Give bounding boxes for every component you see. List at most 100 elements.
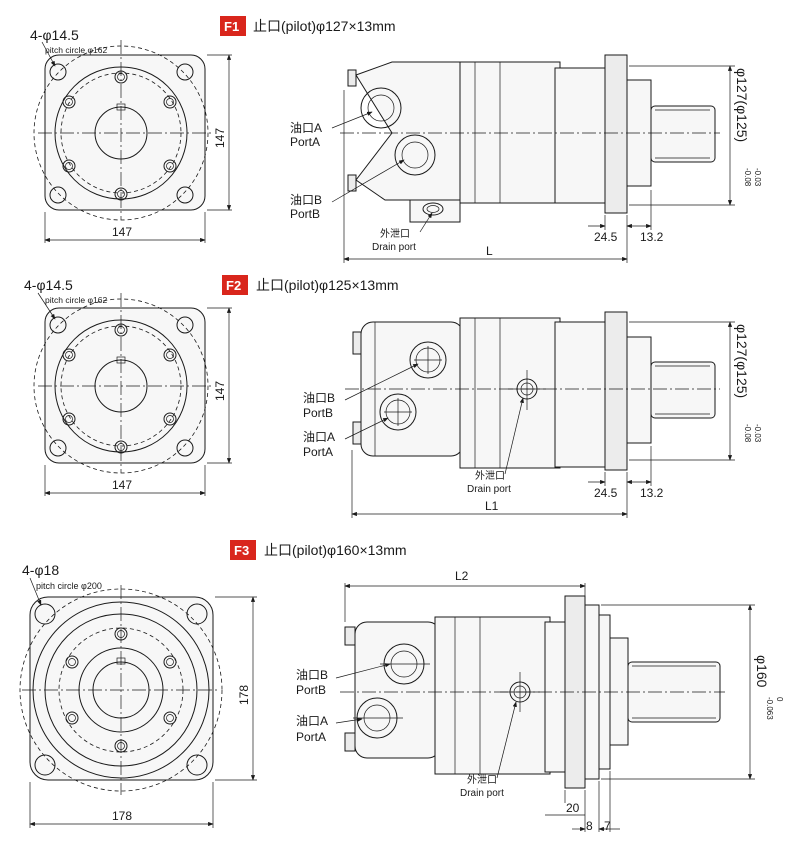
- f3-tol-bot: -0.063: [765, 697, 774, 720]
- f3-porta-en: PortA: [296, 730, 326, 744]
- f1-drain-cn: 外泄口: [380, 227, 410, 240]
- f1-port-block: [355, 61, 463, 201]
- f2-badge: [222, 275, 248, 295]
- f3-tol-top: 0: [775, 697, 784, 702]
- f2-length-label: L1: [485, 499, 499, 513]
- f2-bolt-hole: [49, 316, 67, 334]
- f2-bearing-housing: [554, 321, 606, 468]
- f3-port-block: [354, 621, 441, 759]
- f3-d1-label: 20: [566, 801, 580, 815]
- f2-pilot: [626, 336, 652, 444]
- f2-port-a: [379, 393, 417, 431]
- f3-portb-cn: 油口B: [296, 668, 328, 682]
- f1-bearing-housing: [554, 67, 606, 204]
- f3-drain-cn: 外泄口: [467, 773, 497, 786]
- f2-d2-label: 13.2: [640, 486, 664, 500]
- f1-title: F1 止口(pilot)φ127×13mm: [220, 16, 396, 36]
- f3-flange-view: 178 178 4-φ18 pitch circle φ200: [19, 562, 257, 828]
- f3-badge-text: F3: [234, 543, 249, 558]
- f1-d1-label: 24.5: [594, 230, 618, 244]
- f1-side-view: 油口A PortA 油口B PortB 外泄口 Drain port L 24.…: [290, 54, 762, 263]
- f2-shaft: [650, 361, 716, 419]
- f3-motor-body: [434, 616, 551, 775]
- f3-bolt-hole: [34, 754, 56, 776]
- f1-flange-plate: [44, 54, 206, 211]
- f1-drain-port: [422, 202, 444, 216]
- f2-title: F2 止口(pilot)φ125×13mm: [222, 275, 399, 295]
- f1-tol-bot: -0.08: [743, 168, 752, 187]
- f1-bolt-hole: [49, 186, 67, 204]
- f1-holes-label: 4-φ14.5: [30, 27, 79, 43]
- f1-porta-cn: 油口A: [290, 121, 322, 135]
- f1-width-label: 147: [112, 225, 132, 239]
- f1-tol-top: -0.03: [753, 168, 762, 187]
- f2-title-text: 止口(pilot)φ125×13mm: [256, 277, 399, 293]
- f2-portb-en: PortB: [303, 406, 333, 420]
- f3-title-text: 止口(pilot)φ160×13mm: [264, 542, 407, 558]
- f1-flange-view: 147 147 4-φ14.5 pitch circle φ162: [30, 27, 232, 243]
- f3-drain-en: Drain port: [460, 788, 504, 799]
- f2-bolt-hole: [176, 316, 194, 334]
- f2-height-label: 147: [213, 381, 227, 401]
- f3-bearing-housing: [544, 621, 566, 773]
- f3-portb-en: PortB: [296, 683, 326, 697]
- f1-port-a: [360, 87, 402, 129]
- f3-badge: [230, 540, 256, 560]
- f3-porta-cn: 油口A: [296, 714, 328, 728]
- f3-d2-label: 8: [586, 819, 593, 833]
- f1-d2-label: 13.2: [640, 230, 664, 244]
- f2-drain-cn: 外泄口: [475, 469, 505, 482]
- f2-d1-label: 24.5: [594, 486, 618, 500]
- f3-holes-label: 4-φ18: [22, 562, 59, 578]
- f2-pilot-label: φ127(φ125): [734, 324, 750, 398]
- f1-height-label: 147: [213, 128, 227, 148]
- f2-badge-text: F2: [226, 278, 241, 293]
- f2-mount-flange: [604, 311, 628, 471]
- f1-pitch-label: pitch circle φ162: [45, 45, 107, 55]
- f3-width-label: 178: [112, 809, 132, 823]
- f2-bolt-hole: [176, 439, 194, 457]
- f2-motor-body: [459, 317, 561, 469]
- f1-shaft: [650, 105, 716, 163]
- f1-badge-text: F1: [224, 19, 239, 34]
- f1-bolt-hole: [176, 63, 194, 81]
- f2-tol-bot: -0.08: [743, 424, 752, 443]
- f1-bolt-hole: [176, 186, 194, 204]
- f3-length-label: L2: [455, 569, 469, 583]
- f2-bolt-hole: [49, 439, 67, 457]
- f2-flange-view: 147 147 4-φ14.5 pitch circle φ162: [24, 277, 232, 496]
- f1-pilot-label: φ127(φ125): [734, 68, 750, 142]
- f3-bolt-hole: [186, 754, 208, 776]
- f1-drain-boss: [409, 199, 461, 223]
- f1-length-label: L: [486, 244, 493, 258]
- f2-porta-cn: 油口A: [303, 430, 335, 444]
- f2-portb-cn: 油口B: [303, 391, 335, 405]
- f3-flange-plate: [29, 596, 214, 781]
- f3-pitch-label: pitch circle φ200: [36, 581, 102, 591]
- f2-holes-label: 4-φ14.5: [24, 277, 73, 293]
- f1-port-b: [394, 134, 436, 176]
- f1-mount-flange: [604, 54, 628, 214]
- f2-flange-plate: [44, 307, 206, 464]
- f3-height-label: 178: [237, 685, 251, 705]
- f2-screws: [62, 323, 177, 454]
- f2-porta-en: PortA: [303, 445, 333, 459]
- f2-tol-top: -0.03: [753, 424, 762, 443]
- f1-nub-top: [347, 69, 357, 87]
- f2-pitch-label: pitch circle φ162: [45, 295, 107, 305]
- f1-badge: [220, 16, 246, 36]
- f2-drain-en: Drain port: [467, 484, 511, 495]
- f1-title-text: 止口(pilot)φ127×13mm: [253, 18, 396, 34]
- f1-portb-cn: 油口B: [290, 193, 322, 207]
- f2-port-b: [409, 341, 447, 379]
- f1-nub-bot: [347, 174, 357, 192]
- f1-bolt-hole: [49, 63, 67, 81]
- f3-pitch-circle: [19, 588, 223, 792]
- f1-porta-en: PortA: [290, 135, 320, 149]
- f3-title: F3 止口(pilot)φ160×13mm: [230, 540, 407, 560]
- f3-side-view: 油口B PortB 油口A PortA 外泄口 Drain port L2 20…: [296, 569, 784, 833]
- f3-d3-label: 7: [604, 819, 611, 833]
- f3-pilot-label: φ160: [754, 655, 770, 688]
- f1-drain-en: Drain port: [372, 242, 416, 253]
